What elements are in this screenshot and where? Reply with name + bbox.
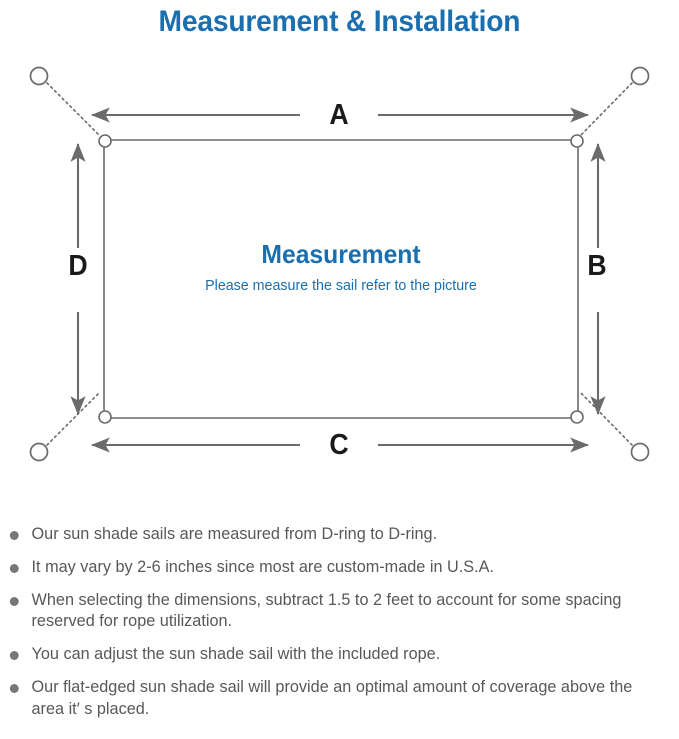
note-text: Our sun shade sails are measured from D-… (31, 525, 438, 543)
d-ring-top-right (570, 134, 584, 148)
note-text: When selecting the dimensions, subtract … (31, 590, 622, 631)
note-item: Our flat-edged sun shade sail will provi… (0, 677, 669, 721)
rope-top-left (46, 82, 101, 137)
measurement-diagram: A B C D Measurement Please measure the s… (0, 44, 679, 514)
sail-heading: Measurement (261, 239, 421, 269)
bullet-icon (9, 531, 19, 540)
d-ring-top-left (98, 134, 112, 148)
note-text: Our flat-edged sun shade sail will provi… (31, 677, 633, 718)
note-item: It may vary by 2-6 inches since most are… (0, 557, 669, 579)
bullet-icon (9, 651, 19, 661)
diagram-graphics (29, 66, 650, 462)
sail-center-text: Measurement Please measure the sail refe… (104, 239, 578, 295)
dimension-label-c: C (329, 429, 349, 461)
dimension-label-b: B (587, 250, 607, 282)
note-text: It may vary by 2-6 inches since most are… (31, 557, 494, 576)
dimension-label-d: D (68, 250, 88, 282)
anchor-rings (29, 66, 650, 462)
note-item: When selecting the dimensions, subtract … (0, 590, 669, 634)
note-text: You can adjust the sun shade sail with t… (31, 645, 441, 664)
note-item: You can adjust the sun shade sail with t… (0, 644, 669, 666)
bullet-icon (9, 683, 19, 693)
anchor-ring-bottom-right (630, 442, 650, 462)
d-ring-bottom-right (570, 410, 584, 424)
sail-subtitle: Please measure the sail refer to the pic… (205, 276, 477, 294)
rope-top-right (579, 82, 633, 137)
title-bar: Measurement & Installation (0, 0, 679, 44)
page-title: Measurement & Installation (158, 5, 521, 38)
rope-bottom-right (579, 391, 633, 446)
notes-list: Our sun shade sails are measured from D-… (0, 524, 679, 731)
dimension-arrows (70, 107, 606, 453)
sail-body (103, 139, 579, 419)
rope-bottom-left (46, 391, 101, 446)
dimension-label-a: A (329, 99, 349, 131)
anchor-ring-top-left (29, 66, 49, 86)
bullet-icon (9, 563, 19, 573)
d-rings (98, 134, 584, 424)
anchor-ring-top-right (630, 66, 650, 86)
d-ring-bottom-left (98, 410, 112, 424)
bullet-icon (9, 596, 19, 606)
anchor-ring-bottom-left (29, 442, 49, 462)
note-item: Our sun shade sails are measured from D-… (0, 524, 669, 546)
rope-lines (46, 82, 633, 446)
